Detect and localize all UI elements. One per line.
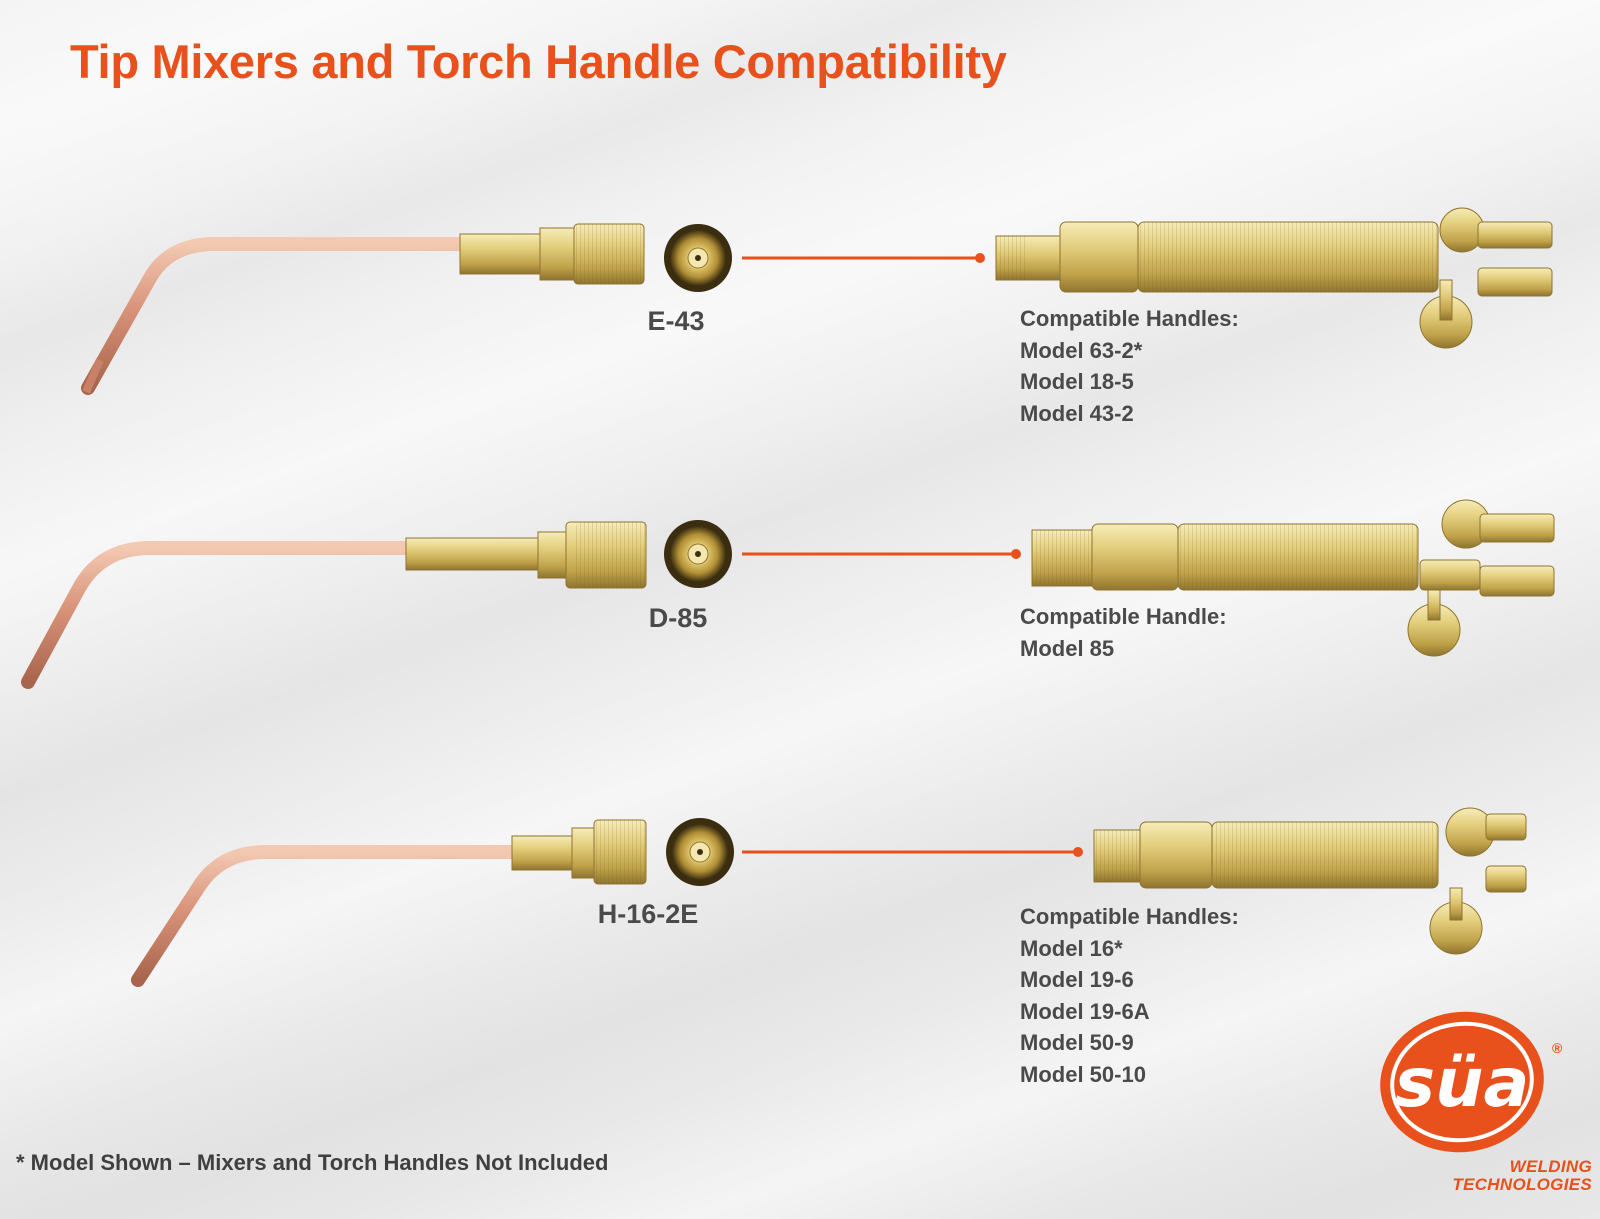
brand-tagline: WELDING TECHNOLOGIES [1440,1158,1592,1194]
mixer-e43-end-view [664,224,732,292]
footnote: * Model Shown – Mixers and Torch Handles… [16,1150,609,1175]
handle-e43-illustration [995,207,1553,349]
mixer-label-h162e: H-16-2E [597,899,699,929]
handle-model: Model 63-2* [1020,337,1143,363]
compatible-handles-d85: Compatible Handle: Model 85 [1020,601,1227,664]
page-title: Tip Mixers and Torch Handle Compatibilit… [70,35,1007,88]
handle-d85-illustration [1031,499,1555,657]
handle-model: Model 19-6 [1020,967,1134,992]
tip-e43-illustration [81,223,645,395]
compatible-handles-h162e: Compatible Handles: Model 16* Model 19-6… [1020,901,1239,1090]
mixer-label-e43: E-43 [647,306,705,336]
connector-line-d85 [742,549,1021,559]
handle-model: Model 50-9 [1020,1030,1134,1055]
compatible-handles-e43: Compatible Handles: Model 63-2* Model 18… [1020,303,1239,429]
tagline-line-2: TECHNOLOGIES [1452,1175,1592,1194]
handle-model: Model 16* [1020,935,1123,961]
mixer-d85-end-view [664,520,732,588]
connector-line-e43 [742,253,985,263]
handle-model: Model 43-2 [1020,400,1134,426]
tip-d85-illustration [21,521,647,689]
handles-heading: Compatible Handles: [1020,904,1239,929]
tagline-line-1: WELDING [1509,1157,1592,1176]
handles-heading: Compatible Handles: [1020,306,1239,331]
registered-mark: ® [1552,1040,1563,1056]
logo-word: süa [1395,1044,1530,1123]
connector-line-h162e [742,847,1083,857]
mixer-label-d85: D-85 [648,603,708,633]
handle-model: Model 19-6A [1020,998,1150,1024]
handle-model: Model 18-5 [1020,369,1134,394]
tip-h162e-illustration [131,819,647,987]
handle-model: Model 50-10 [1020,1061,1146,1087]
sua-logo-mark: süa [1380,1011,1544,1153]
mixer-h162e-end-view [666,818,734,886]
handles-heading: Compatible Handle: [1020,604,1227,629]
handle-model: Model 85 [1020,635,1115,661]
handle-h162e-illustration [1093,807,1527,955]
